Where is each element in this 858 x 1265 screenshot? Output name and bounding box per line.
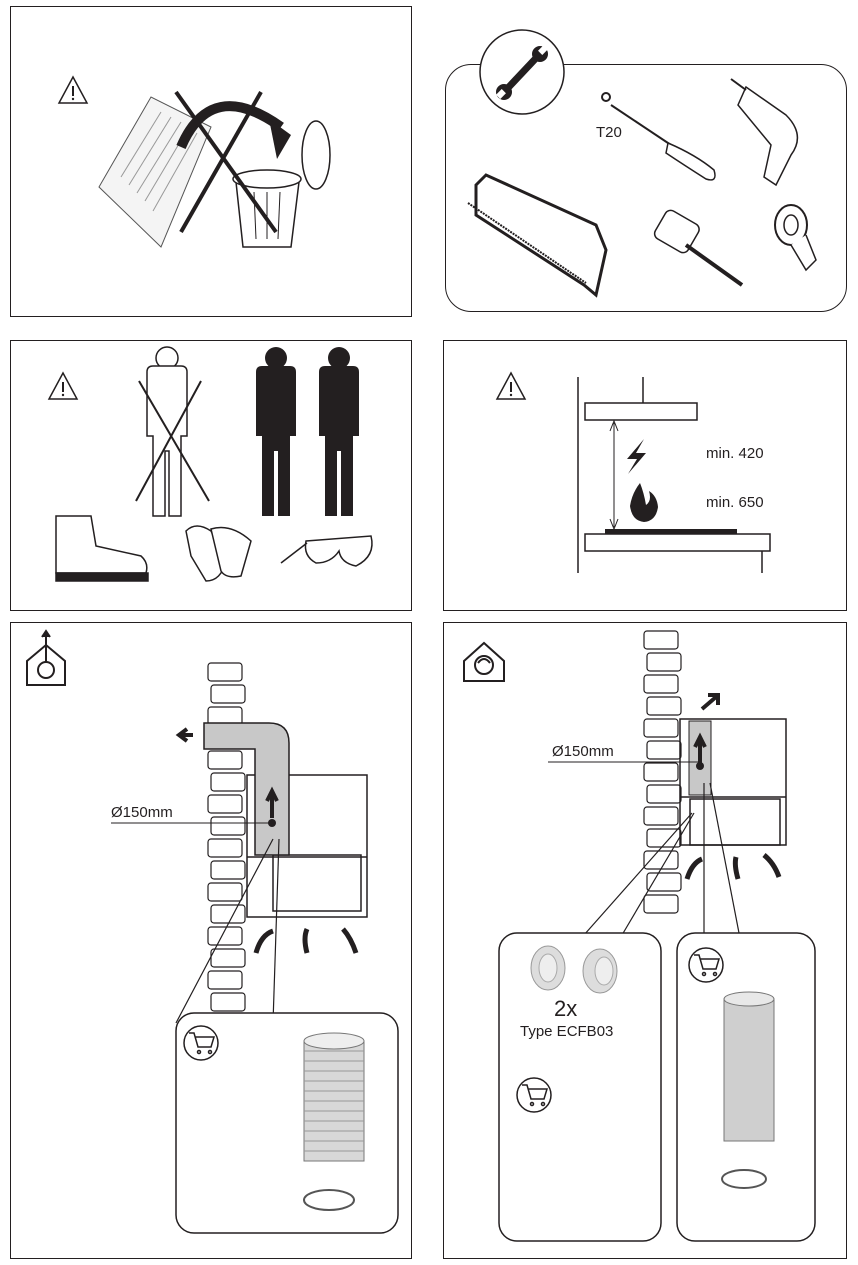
min-distance-electric: min. 420 (706, 445, 764, 462)
brick (207, 882, 243, 902)
brick (210, 948, 246, 968)
brick (210, 772, 246, 792)
warning-icon (495, 371, 527, 400)
carbon-filter-box (498, 932, 662, 1242)
tools-illustration: T20 (467, 78, 817, 298)
brick (207, 926, 243, 946)
brick (210, 860, 246, 880)
brick (210, 816, 246, 836)
shopping-cart-icon (183, 1025, 219, 1061)
panel-ducted-installation: Ø150mm (10, 622, 412, 1259)
filter-type-label: Type ECFB03 (520, 1023, 613, 1040)
min-distance-gas: min. 650 (706, 494, 764, 511)
gloves-icon (185, 525, 252, 582)
wrench-icon (479, 29, 565, 115)
safety-illustration (47, 346, 373, 582)
adhesive-tape-icon (774, 204, 817, 272)
brick-wall (207, 662, 246, 1012)
brick (207, 662, 243, 682)
torx-size-label: T20 (596, 124, 622, 141)
clearance-illustration: min. 420 min. 650 (495, 371, 771, 573)
two-persons-icon (256, 347, 359, 516)
brick (210, 684, 246, 704)
brick (646, 828, 682, 848)
hose-clamp-icon (303, 1189, 355, 1211)
carbon-filter-icon (530, 945, 618, 994)
brick (646, 740, 682, 760)
screwdriver-icon (601, 92, 716, 181)
hose-clamp-icon (721, 1169, 767, 1189)
hacksaw-icon (467, 173, 608, 298)
brick (643, 850, 679, 870)
brick (207, 750, 243, 770)
flexible-duct-icon (303, 1032, 365, 1162)
shopping-cart-icon (688, 947, 724, 983)
duct-diameter-label: Ø150mm (552, 743, 614, 760)
gas-hob-icon (630, 483, 658, 522)
panel-safety-equipment (10, 340, 412, 611)
warning-icon (57, 75, 89, 104)
brick (207, 970, 243, 990)
outlet-arrow (700, 693, 720, 711)
safety-boots-icon (55, 515, 149, 582)
cabinet (246, 774, 368, 918)
brick (646, 872, 682, 892)
brick-wall (643, 630, 682, 914)
warning-icon (47, 371, 79, 400)
extraction-mode-icon (26, 629, 66, 686)
brick (210, 904, 246, 924)
safety-glasses-icon (280, 535, 373, 567)
recirculation-illustration: Ø150mm 2x Type ECFB03 (463, 630, 816, 1242)
prohibited-cross-icon (174, 90, 278, 234)
keep-manual-illustration (57, 75, 331, 248)
rigid-duct-icon (723, 991, 775, 1142)
brick (643, 762, 679, 782)
recirculation-mode-icon (463, 641, 505, 682)
airflow-arrows (253, 927, 359, 954)
brick (643, 674, 679, 694)
electric-hob-icon (627, 439, 646, 474)
panel-clearance: min. 420 min. 650 (443, 340, 847, 611)
brick (643, 718, 679, 738)
duct-elbow (203, 722, 290, 856)
panel-keep-manual (10, 6, 412, 317)
hood-outline (584, 402, 698, 421)
distance-arrow (609, 419, 619, 531)
brick (646, 784, 682, 804)
brick (643, 894, 679, 914)
brick (210, 992, 246, 1012)
panel-recirculation-installation: Ø150mm 2x Type ECFB03 (443, 622, 847, 1259)
airflow-arrows (684, 853, 782, 880)
tape-measure-icon (653, 209, 744, 287)
brick (643, 630, 679, 650)
single-person-crossed-icon (135, 346, 210, 517)
drill-icon (730, 78, 799, 187)
brick (646, 652, 682, 672)
cabinet (679, 718, 787, 846)
brick (207, 794, 243, 814)
shopping-cart-icon (516, 1077, 552, 1113)
duct-diameter-label: Ø150mm (111, 804, 173, 821)
panel-tools: T20 (445, 64, 847, 312)
brick (643, 806, 679, 826)
brick (207, 838, 243, 858)
brick (646, 696, 682, 716)
hob (605, 529, 737, 534)
filter-quantity: 2x (554, 996, 577, 1021)
cooktop-counter (584, 533, 771, 552)
ducted-illustration: Ø150mm (26, 629, 399, 1234)
